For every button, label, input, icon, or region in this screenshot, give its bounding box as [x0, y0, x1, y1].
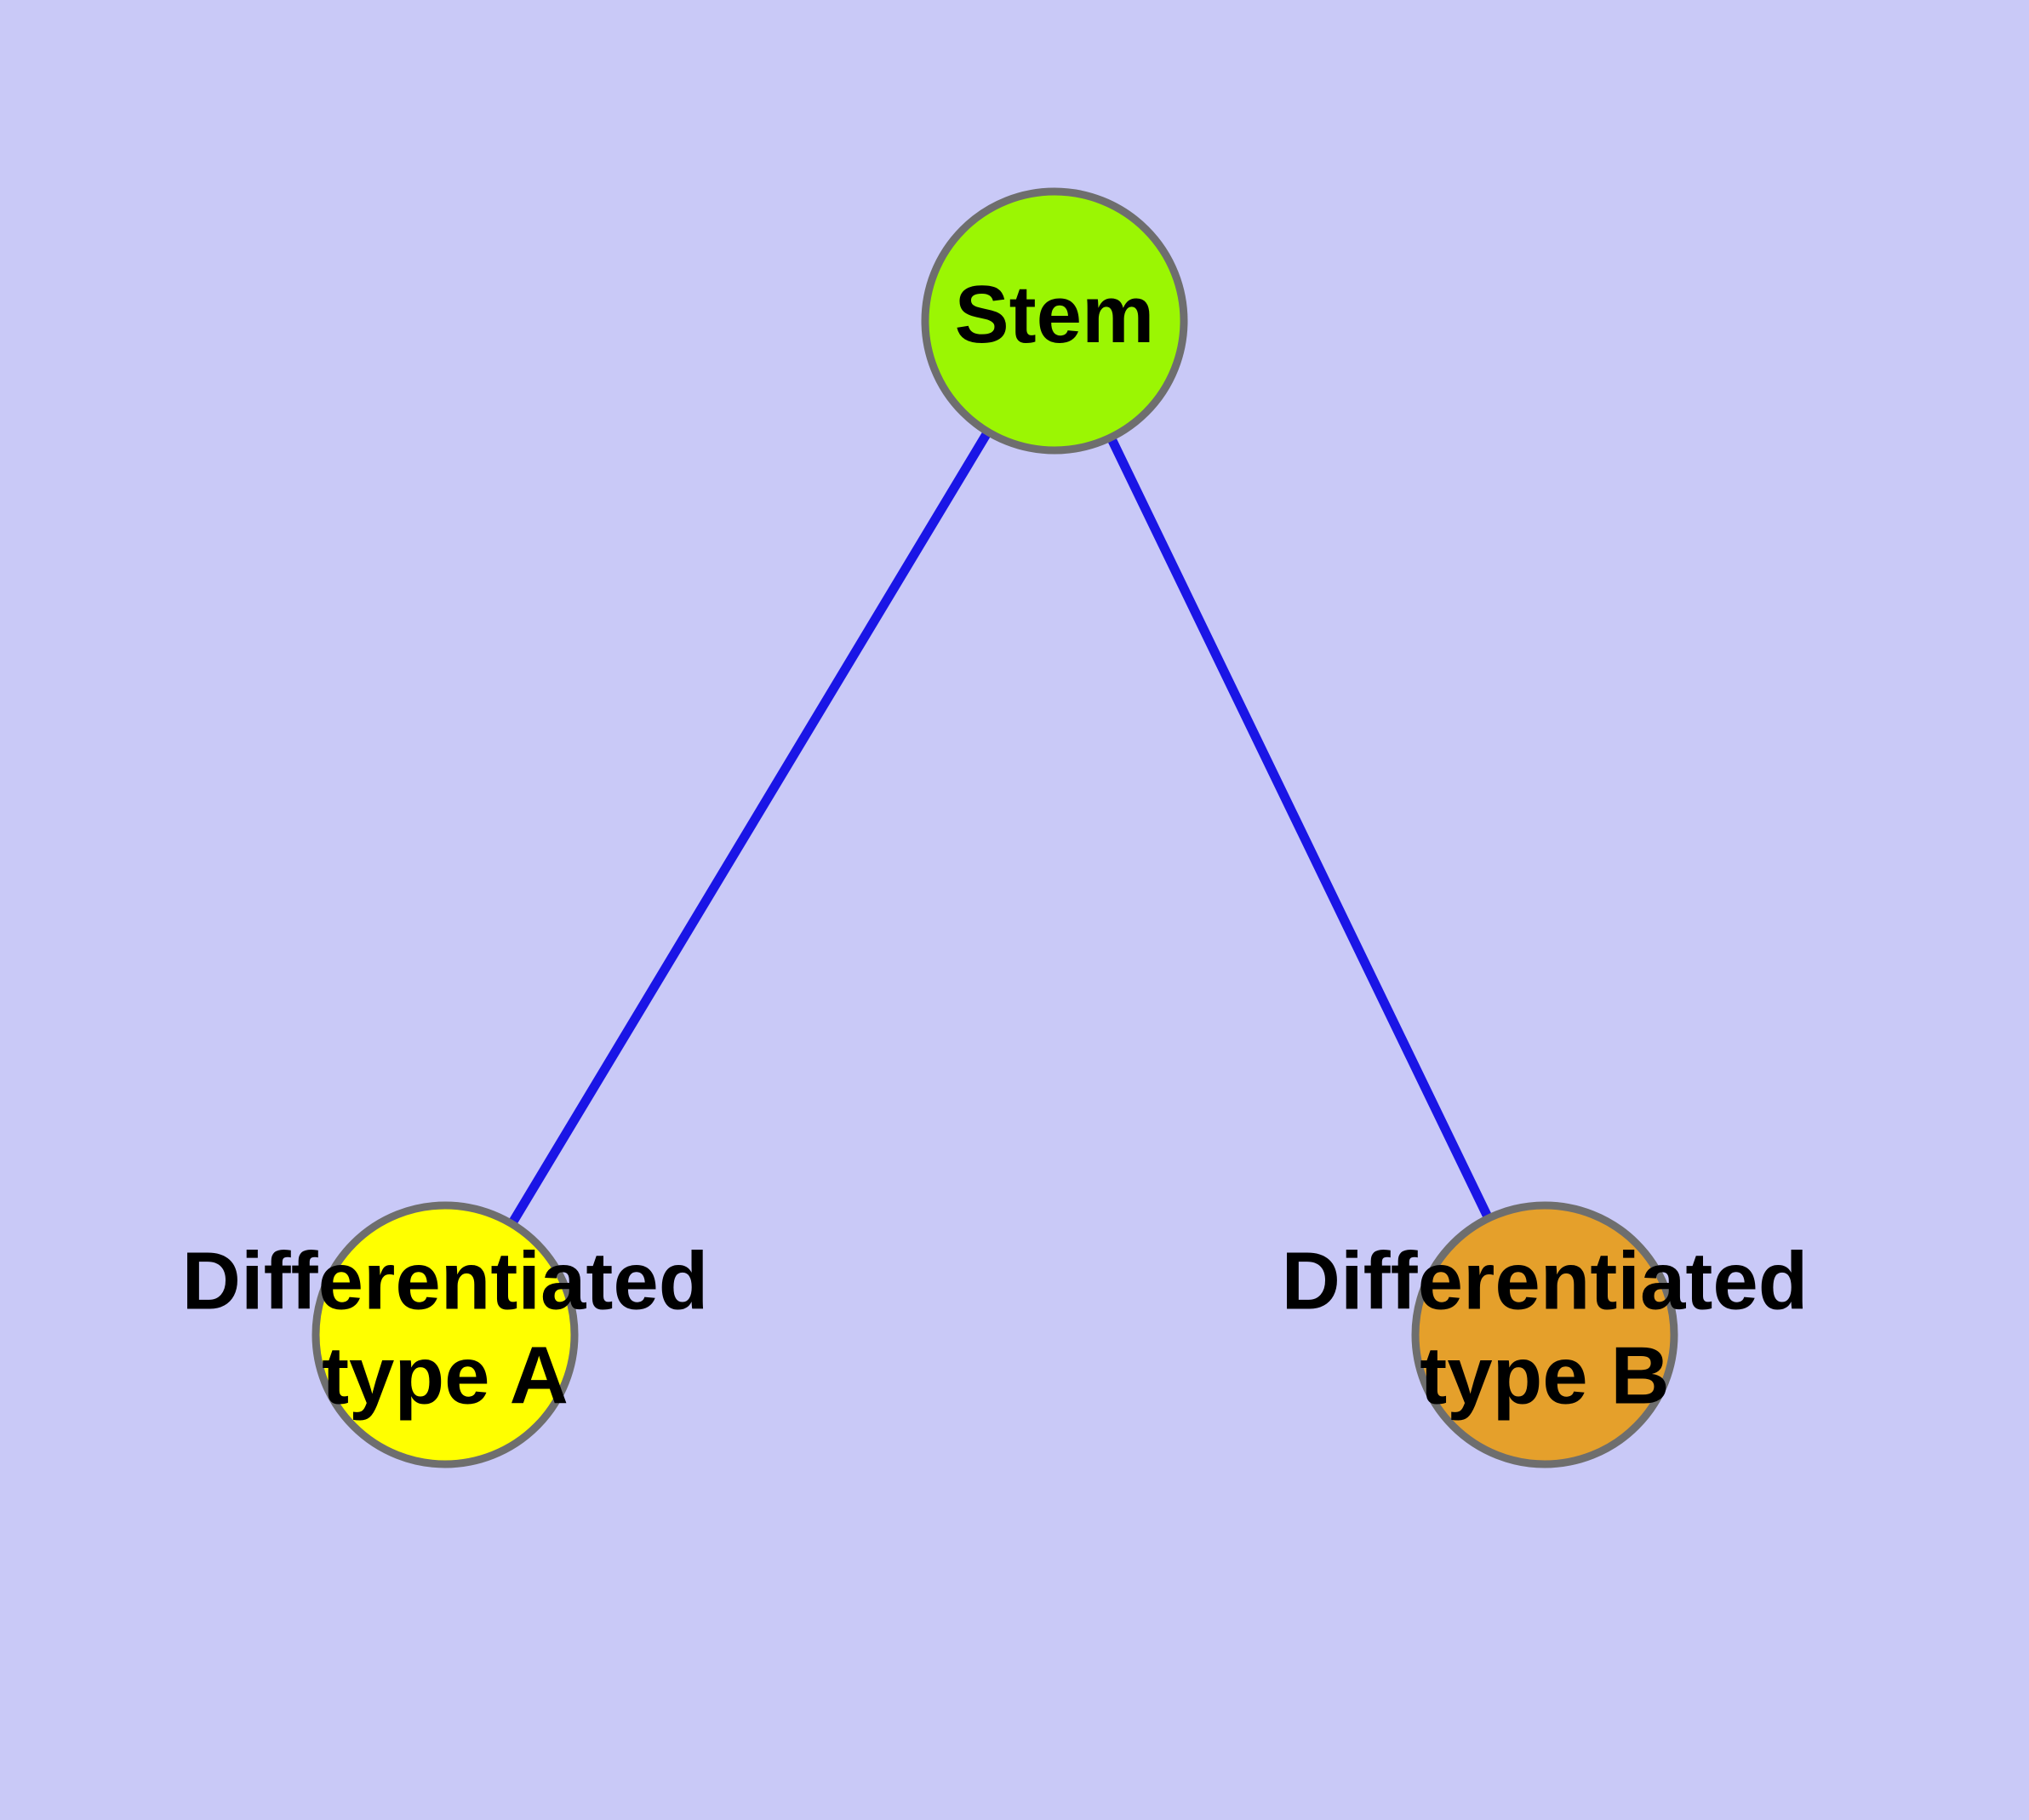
node-label-line: Differentiated	[1282, 1236, 1809, 1327]
node-stem[interactable]	[921, 187, 1188, 455]
node-label-line: Stem	[955, 269, 1155, 360]
edge-stem-diff-b[interactable]	[1050, 318, 1549, 1337]
node-label-line: type A	[322, 1331, 569, 1422]
node-diff_b[interactable]	[1411, 1201, 1678, 1468]
node-circle-diff_a[interactable]	[311, 1201, 579, 1468]
nodes-layer	[311, 187, 1678, 1468]
node-circle-stem[interactable]	[921, 187, 1188, 455]
node-label-stem: Stem	[955, 269, 1155, 360]
edge-stem-diff-a[interactable]	[441, 318, 1059, 1337]
node-label-line: type B	[1420, 1331, 1669, 1422]
node-label-line: Differentiated	[182, 1236, 709, 1327]
node-circle-diff_b[interactable]	[1411, 1201, 1678, 1468]
node-diff_a[interactable]	[311, 1201, 579, 1468]
edges-layer	[441, 318, 1549, 1337]
